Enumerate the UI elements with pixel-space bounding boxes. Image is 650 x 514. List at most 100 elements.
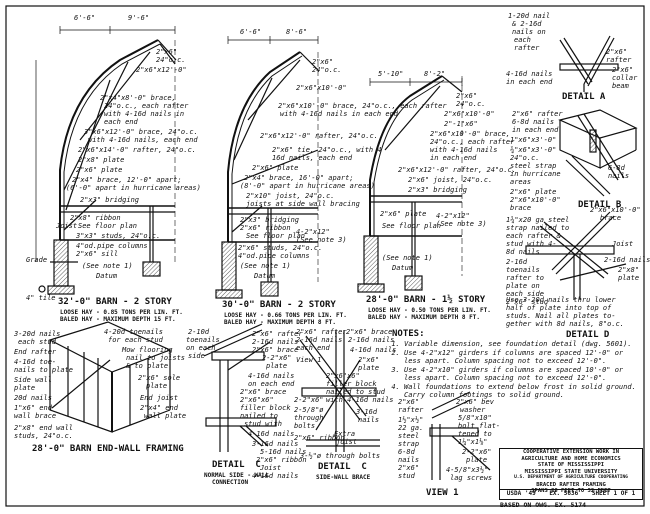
barn32-label: 2"x3" bridging <box>80 196 140 204</box>
detail-c1-label: 2-10d <box>188 328 210 336</box>
detail-d-label: Joist <box>612 240 634 248</box>
endwall-label: 4-20d toenails <box>104 328 164 336</box>
endwall-label: Side wall <box>14 376 52 384</box>
endwall-label: plate <box>146 382 168 390</box>
endwall-label: 20d nails <box>14 394 52 402</box>
detail-c1-label: toenails <box>186 336 220 344</box>
detail-c1-label: stud with <box>244 420 282 428</box>
barn32-dim-left: 6'-6" <box>74 14 96 22</box>
detail-c1-label: 2-2"x6" <box>262 354 292 362</box>
view1-label: bolt flat- <box>458 422 501 430</box>
detail-d-figure <box>525 211 627 300</box>
detail-d-label: Use 3-20d nails thru lower <box>506 296 616 304</box>
endwall-label: End joist <box>140 394 178 402</box>
view1-label: 4-5/8"x3½" <box>446 466 489 474</box>
detail-c2-label: Extra <box>334 430 356 438</box>
barn28-label: 2"-1"x6" <box>444 120 478 128</box>
barn32-dim-right: 9'-6" <box>128 14 150 22</box>
detail-d-label: strap nailed to <box>506 224 570 232</box>
detail-c1-label: 4-16d nails <box>248 372 295 380</box>
barn28-label: 2"x6"x10'-0" <box>444 110 495 118</box>
barn32-label: Datum <box>96 272 118 280</box>
view1-label: 2-2"x6" <box>462 448 492 456</box>
view1-label: stud <box>398 472 415 480</box>
detail-d-label: each side <box>506 290 544 298</box>
footer-reference: BASED ON OWG. EX. 5174 <box>500 501 587 509</box>
detail-d-label: 2-16d nails <box>604 256 650 264</box>
view1-label: 2"x6" <box>398 398 420 406</box>
detail-d-label: 1¾"x20 ga steel <box>506 216 570 224</box>
detail-c2-label: 2"x6" <box>358 356 380 364</box>
detail-d-title: DETAIL D <box>566 330 610 340</box>
barn32-label: with 4-16d nails in <box>104 110 185 118</box>
barn-28-frame <box>357 75 463 293</box>
barn30-label: See floor plan <box>246 232 306 240</box>
barn30-label: 2"x4" brace, 16'-0" apart; <box>244 174 354 182</box>
barn32-label: See floor plan <box>78 222 138 230</box>
title-block-line: SPANS 28 FEET TO 32 FEET <box>531 488 611 494</box>
detail-c2-label: 2-16d nails <box>348 336 395 344</box>
barn30-dim-right: 8'-6" <box>286 28 308 36</box>
notes-block: NOTES: Variable dimension, see foundatio… <box>392 330 640 400</box>
barn28-label: 2"x6" joist, 24"o.c. <box>408 176 493 184</box>
detail-a-label: rafter <box>606 56 632 64</box>
detail-c2-label: bolts <box>294 422 316 430</box>
detail-c2-label: 2-2"x6" <box>294 396 324 404</box>
usda-code: USDA '49 <box>506 490 536 498</box>
detail-b-label: 24"o.c. <box>510 154 540 162</box>
view1-label: 22 ga. <box>398 424 424 432</box>
detail-d-label: 2-16d <box>506 258 528 266</box>
detail-c2-label: nails <box>358 416 380 424</box>
title-block-line: COOPERATIVE EXTENSION WORK IN <box>522 449 620 455</box>
sheet-border <box>5 5 645 507</box>
detail-c1-label: 5-16d nails <box>260 448 307 456</box>
endwall-label: End rafter <box>14 348 57 356</box>
barn32-label: 4"od.pipe columns <box>76 242 148 250</box>
detail-d-label: half of plate into top of <box>506 304 612 312</box>
note-item: Use 4-2"x10" girders if columns are spac… <box>404 366 640 382</box>
title-block-line: AGRICULTURE AND HOME ECONOMICS <box>521 455 621 462</box>
note-item: Wall foundations to extend below frost i… <box>404 383 640 399</box>
barn30-label: 2"x6" tie, 24"o.c., with 4 <box>272 146 382 154</box>
barn28-dim-left: 5'-10" <box>378 70 404 78</box>
detail-c1-label: side <box>188 352 205 360</box>
detail-c2-label: 2-16d nails <box>296 336 343 344</box>
detail-b-title: DETAIL B <box>578 200 622 210</box>
barn30-label: (8'-0" apart in hurricane areas) <box>240 182 375 190</box>
detail-c2-title: DETAIL C <box>318 462 367 472</box>
barn32-label: 2"x6" plate <box>76 166 123 174</box>
barn32-label: 24"o.c., each rafter <box>104 102 189 110</box>
endwall-label: Mow flooring <box>122 346 173 354</box>
detail-c1-label: on each end <box>248 380 295 388</box>
barn32-label: Joist <box>56 222 78 230</box>
detail-c2-label: 4-16d nails <box>350 346 397 354</box>
barn28-title: 28'-0" BARN - 1½ STORY <box>366 295 486 305</box>
barn30-sub: LOOSE HAY - 0.66 TONS PER LIN. FT. <box>224 312 347 319</box>
view1-label: 5/8"x10" <box>458 414 492 422</box>
view1-label: 2"x6" bev <box>456 398 494 406</box>
title-block-line: STATE OF MISSISSIPPI <box>537 462 605 468</box>
barn30-label: 2"x6"x10'-0" brace, 24"o.c., each rafter <box>278 102 447 110</box>
detail-b-label: brace <box>510 204 532 212</box>
detail-d-label: 2"x8" <box>618 266 640 274</box>
barn32-label: 2"x6"x12'-0" <box>136 66 187 74</box>
endwall-label: 2"x6" sole <box>138 374 181 382</box>
detail-d-label: plate on <box>506 282 540 290</box>
detail-c1-label: 4-16d nails <box>248 430 295 438</box>
barn32-label: 2"x8" plate <box>78 156 125 164</box>
barn32-label: 2"x8" ribbon <box>70 214 121 222</box>
endwall-label: 4-16d toe- <box>14 358 57 366</box>
barn28-label: Datum <box>392 264 414 272</box>
barn30-title: 30'-0" BARN - 2 STORY <box>222 300 336 310</box>
barn32-label: 2"x4"x8'-0" brace, <box>100 94 176 102</box>
detail-c2-label: with 4-16d nails <box>326 396 394 404</box>
note-item: Variable dimension, see foundation detai… <box>404 340 640 348</box>
detail-c2-label: nailed to stud <box>326 388 386 396</box>
barn28-label: 4-2"x12" <box>436 212 470 220</box>
barn-32-frame <box>35 26 177 295</box>
barn28-label: 24"o.c. <box>456 100 486 108</box>
detail-c1-label: plate <box>266 362 288 370</box>
detail-a-label: 1-20d nail <box>508 12 551 20</box>
end-wall-figure <box>48 321 172 433</box>
